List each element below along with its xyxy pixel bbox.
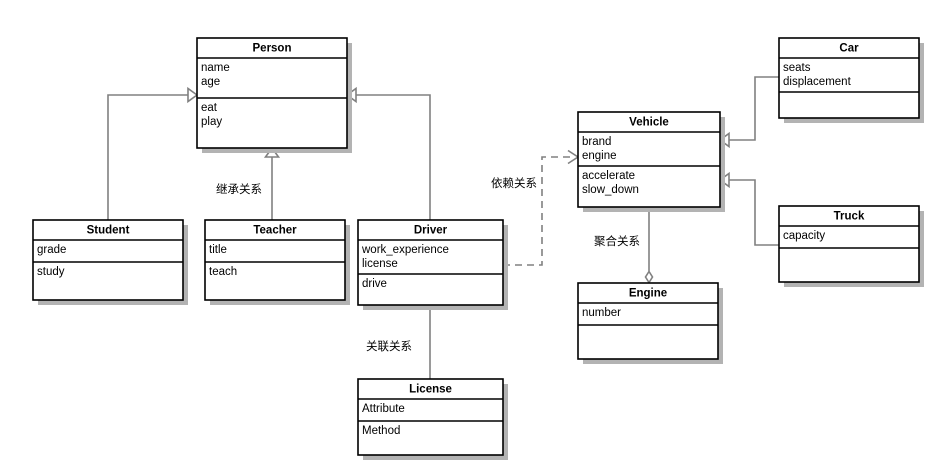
class-method: slow_down bbox=[582, 184, 639, 196]
class-attribute: name bbox=[201, 62, 230, 74]
edge-line-generalization bbox=[107, 94, 190, 220]
class-name-engine: Engine bbox=[629, 288, 667, 300]
class-attribute: work_experience bbox=[361, 244, 449, 256]
edge-student-person bbox=[107, 86, 199, 220]
class-box-frame bbox=[357, 378, 504, 456]
class-attribute: engine bbox=[582, 150, 617, 162]
label-inheritance: 继承关系 bbox=[216, 182, 262, 196]
class-attribute: number bbox=[582, 307, 621, 319]
class-attribute: displacement bbox=[783, 76, 852, 88]
class-name-teacher: Teacher bbox=[253, 225, 297, 237]
class-name-driver: Driver bbox=[414, 225, 448, 237]
class-attribute: license bbox=[362, 258, 398, 270]
class-box-teacher[interactable]: Teacher title teach bbox=[204, 219, 350, 305]
class-method: play bbox=[201, 116, 222, 128]
label-association: 关联关系 bbox=[366, 339, 412, 353]
class-attribute: Attribute bbox=[362, 403, 405, 415]
class-method: Method bbox=[362, 425, 400, 437]
hollow-triangle-marker bbox=[187, 86, 199, 104]
class-attribute: grade bbox=[37, 244, 66, 256]
hollow-diamond-marker bbox=[644, 270, 654, 284]
class-name-car: Car bbox=[839, 43, 859, 55]
class-box-frame bbox=[357, 219, 504, 306]
class-box-car[interactable]: Car seats displacement bbox=[778, 37, 924, 123]
class-attribute: capacity bbox=[783, 230, 825, 242]
class-method: accelerate bbox=[582, 170, 635, 182]
label-dependency: 依赖关系 bbox=[491, 176, 537, 190]
class-name-truck: Truck bbox=[834, 211, 865, 223]
class-attribute: age bbox=[201, 76, 220, 88]
class-method: drive bbox=[362, 278, 387, 290]
edge-line-generalization bbox=[354, 94, 431, 220]
class-box-vehicle[interactable]: Vehicle brand engine accelerate slow_down bbox=[577, 111, 725, 212]
edge-car-vehicle bbox=[718, 76, 779, 149]
class-name-student: Student bbox=[87, 225, 130, 237]
class-box-frame bbox=[778, 205, 920, 283]
class-box-frame bbox=[196, 37, 348, 149]
edge-line-dependency bbox=[503, 156, 571, 266]
edge-line-generalization bbox=[727, 179, 779, 246]
class-method: study bbox=[37, 266, 65, 278]
class-attribute: title bbox=[209, 244, 227, 256]
class-box-frame bbox=[577, 282, 719, 360]
edge-driver-vehicle bbox=[503, 149, 580, 266]
class-box-engine[interactable]: Engine number bbox=[577, 282, 723, 364]
class-box-truck[interactable]: Truck capacity bbox=[778, 205, 924, 287]
label-aggregation: 聚合关系 bbox=[594, 234, 640, 248]
class-box-frame bbox=[32, 219, 184, 301]
class-attribute: brand bbox=[582, 136, 611, 148]
class-box-frame bbox=[204, 219, 346, 301]
class-name-vehicle: Vehicle bbox=[629, 117, 669, 129]
edge-line-generalization bbox=[727, 76, 779, 141]
class-method: teach bbox=[209, 266, 237, 278]
class-method: eat bbox=[201, 102, 218, 114]
edge-truck-vehicle bbox=[718, 171, 779, 246]
class-box-frame bbox=[778, 37, 920, 119]
class-name-person: Person bbox=[253, 43, 292, 55]
edge-vehicle-engine bbox=[644, 207, 654, 284]
edge-driver-person bbox=[345, 86, 431, 220]
class-box-student[interactable]: Student grade study bbox=[32, 219, 188, 305]
class-name-license: License bbox=[409, 384, 452, 396]
edge-teacher-person bbox=[263, 146, 281, 220]
class-attribute: seats bbox=[783, 62, 811, 74]
class-box-frame bbox=[577, 111, 721, 208]
class-box-person[interactable]: Person name age eat play bbox=[196, 37, 352, 153]
